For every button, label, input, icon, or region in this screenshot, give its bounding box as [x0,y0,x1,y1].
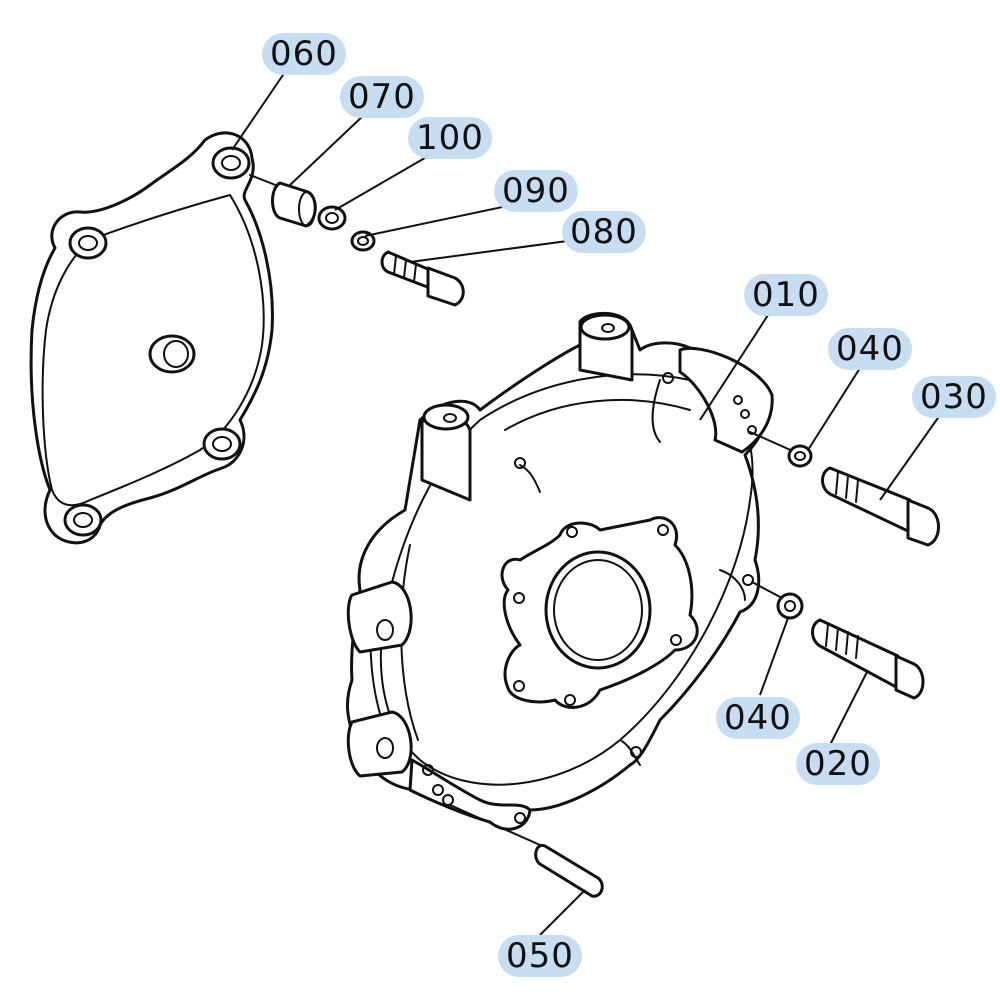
leader-lines [231,71,941,936]
part-label-040-upper[interactable]: 040 [828,328,912,370]
cover-fasteners [249,174,465,307]
part-label-030[interactable]: 030 [912,376,996,418]
cover-plate [29,131,274,545]
part-label-010[interactable]: 010 [744,274,828,316]
housing [346,311,774,831]
dowel-pin [449,804,604,898]
part-label-090[interactable]: 090 [494,170,578,212]
part-label-080[interactable]: 080 [562,211,646,253]
part-label-050[interactable]: 050 [498,935,582,977]
part-label-040-lower[interactable]: 040 [716,697,800,739]
part-label-070[interactable]: 070 [340,76,424,118]
part-label-020[interactable]: 020 [796,743,880,785]
part-label-060[interactable]: 060 [262,33,346,75]
part-label-100[interactable]: 100 [408,117,492,159]
housing-fasteners [749,431,940,700]
